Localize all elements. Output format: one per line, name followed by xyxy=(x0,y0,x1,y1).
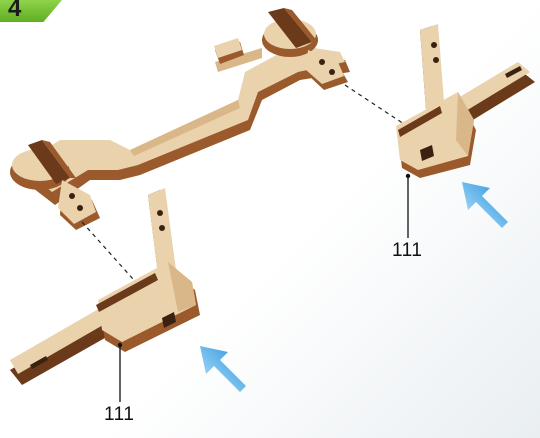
push-arrow-icon xyxy=(462,182,508,228)
part-callout-label: 111 xyxy=(392,240,422,262)
bracket-part-left xyxy=(10,188,200,385)
frame-part xyxy=(10,8,350,230)
part-callout-label: 111 xyxy=(104,404,134,426)
bracket-part-right xyxy=(396,24,535,178)
push-arrow-icon xyxy=(200,346,246,392)
